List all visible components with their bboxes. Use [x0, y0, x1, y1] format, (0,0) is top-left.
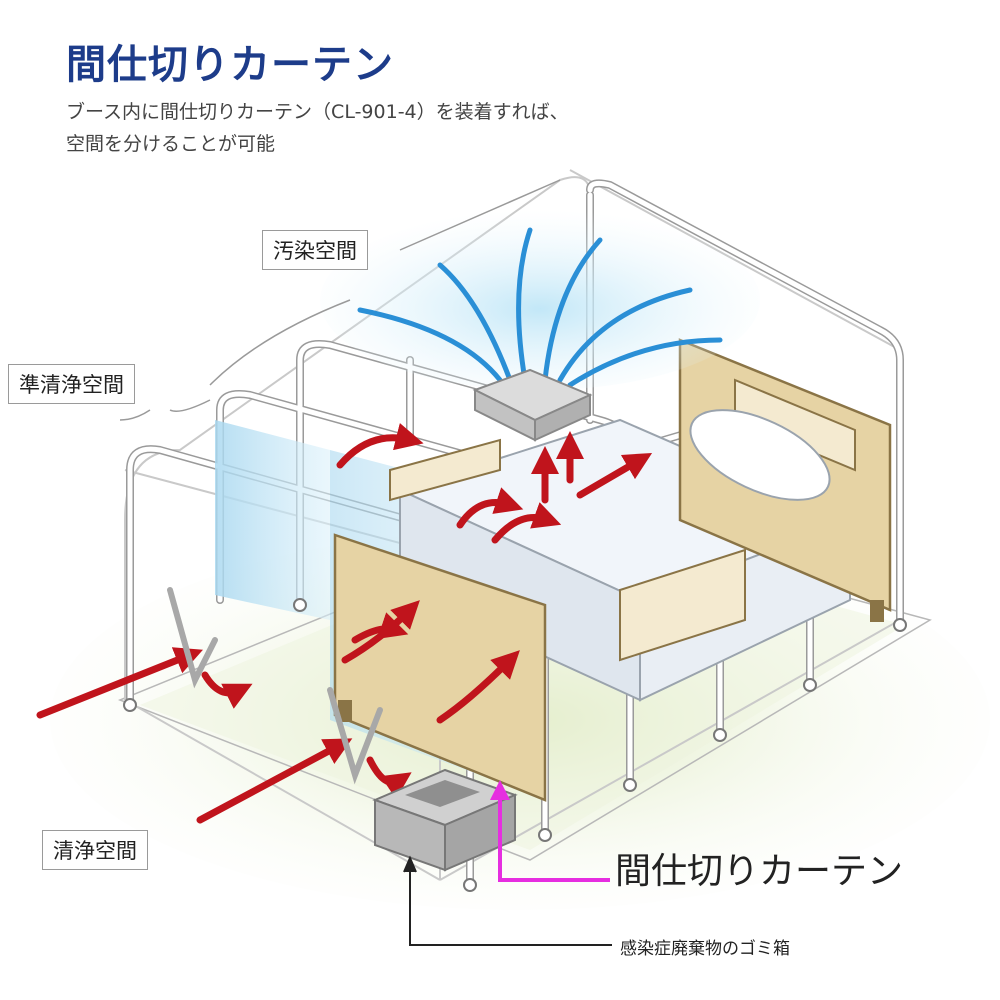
subtitle-line-1: ブース内に間仕切りカーテン（CL-901-4）を装着すれば、 — [66, 101, 569, 123]
side-rail — [619, 548, 746, 662]
page-subtitle: ブース内に間仕切りカーテン（CL-901-4）を装着すれば、 空間を分けることが… — [66, 96, 569, 160]
bed-leg — [338, 700, 352, 722]
zone-label-semi-clean: 準清浄空間 — [8, 364, 135, 404]
zone-label-clean: 清浄空間 — [42, 830, 148, 870]
footboard — [333, 533, 547, 802]
pillow — [689, 409, 831, 501]
casters — [123, 598, 907, 892]
headboard-slot — [734, 378, 856, 472]
bed — [333, 338, 892, 802]
red-airflow-arrows — [36, 423, 653, 824]
curtain-callout-arrow — [490, 780, 610, 882]
subtitle-line-2: 空間を分けることが可能 — [66, 133, 276, 155]
air-mist — [320, 210, 760, 390]
air-purifier — [472, 368, 593, 442]
curtain-callout-label: 間仕切りカーテン — [615, 851, 904, 892]
bed-leg-2 — [870, 600, 884, 622]
gray-hooks — [167, 587, 383, 785]
waste-callout-line — [403, 855, 612, 946]
side-rail-back — [389, 438, 501, 502]
zone-brackets — [119, 179, 561, 421]
partition-curtain-left — [215, 420, 330, 620]
page-title: 間仕切りカーテン — [66, 42, 394, 88]
waste-bin — [372, 768, 518, 872]
blue-airflow-lines — [357, 227, 723, 388]
waste-bin-callout-label: 感染症廃棄物のゴミ箱 — [620, 939, 790, 959]
zone-label-contaminated: 汚染空間 — [262, 230, 368, 270]
